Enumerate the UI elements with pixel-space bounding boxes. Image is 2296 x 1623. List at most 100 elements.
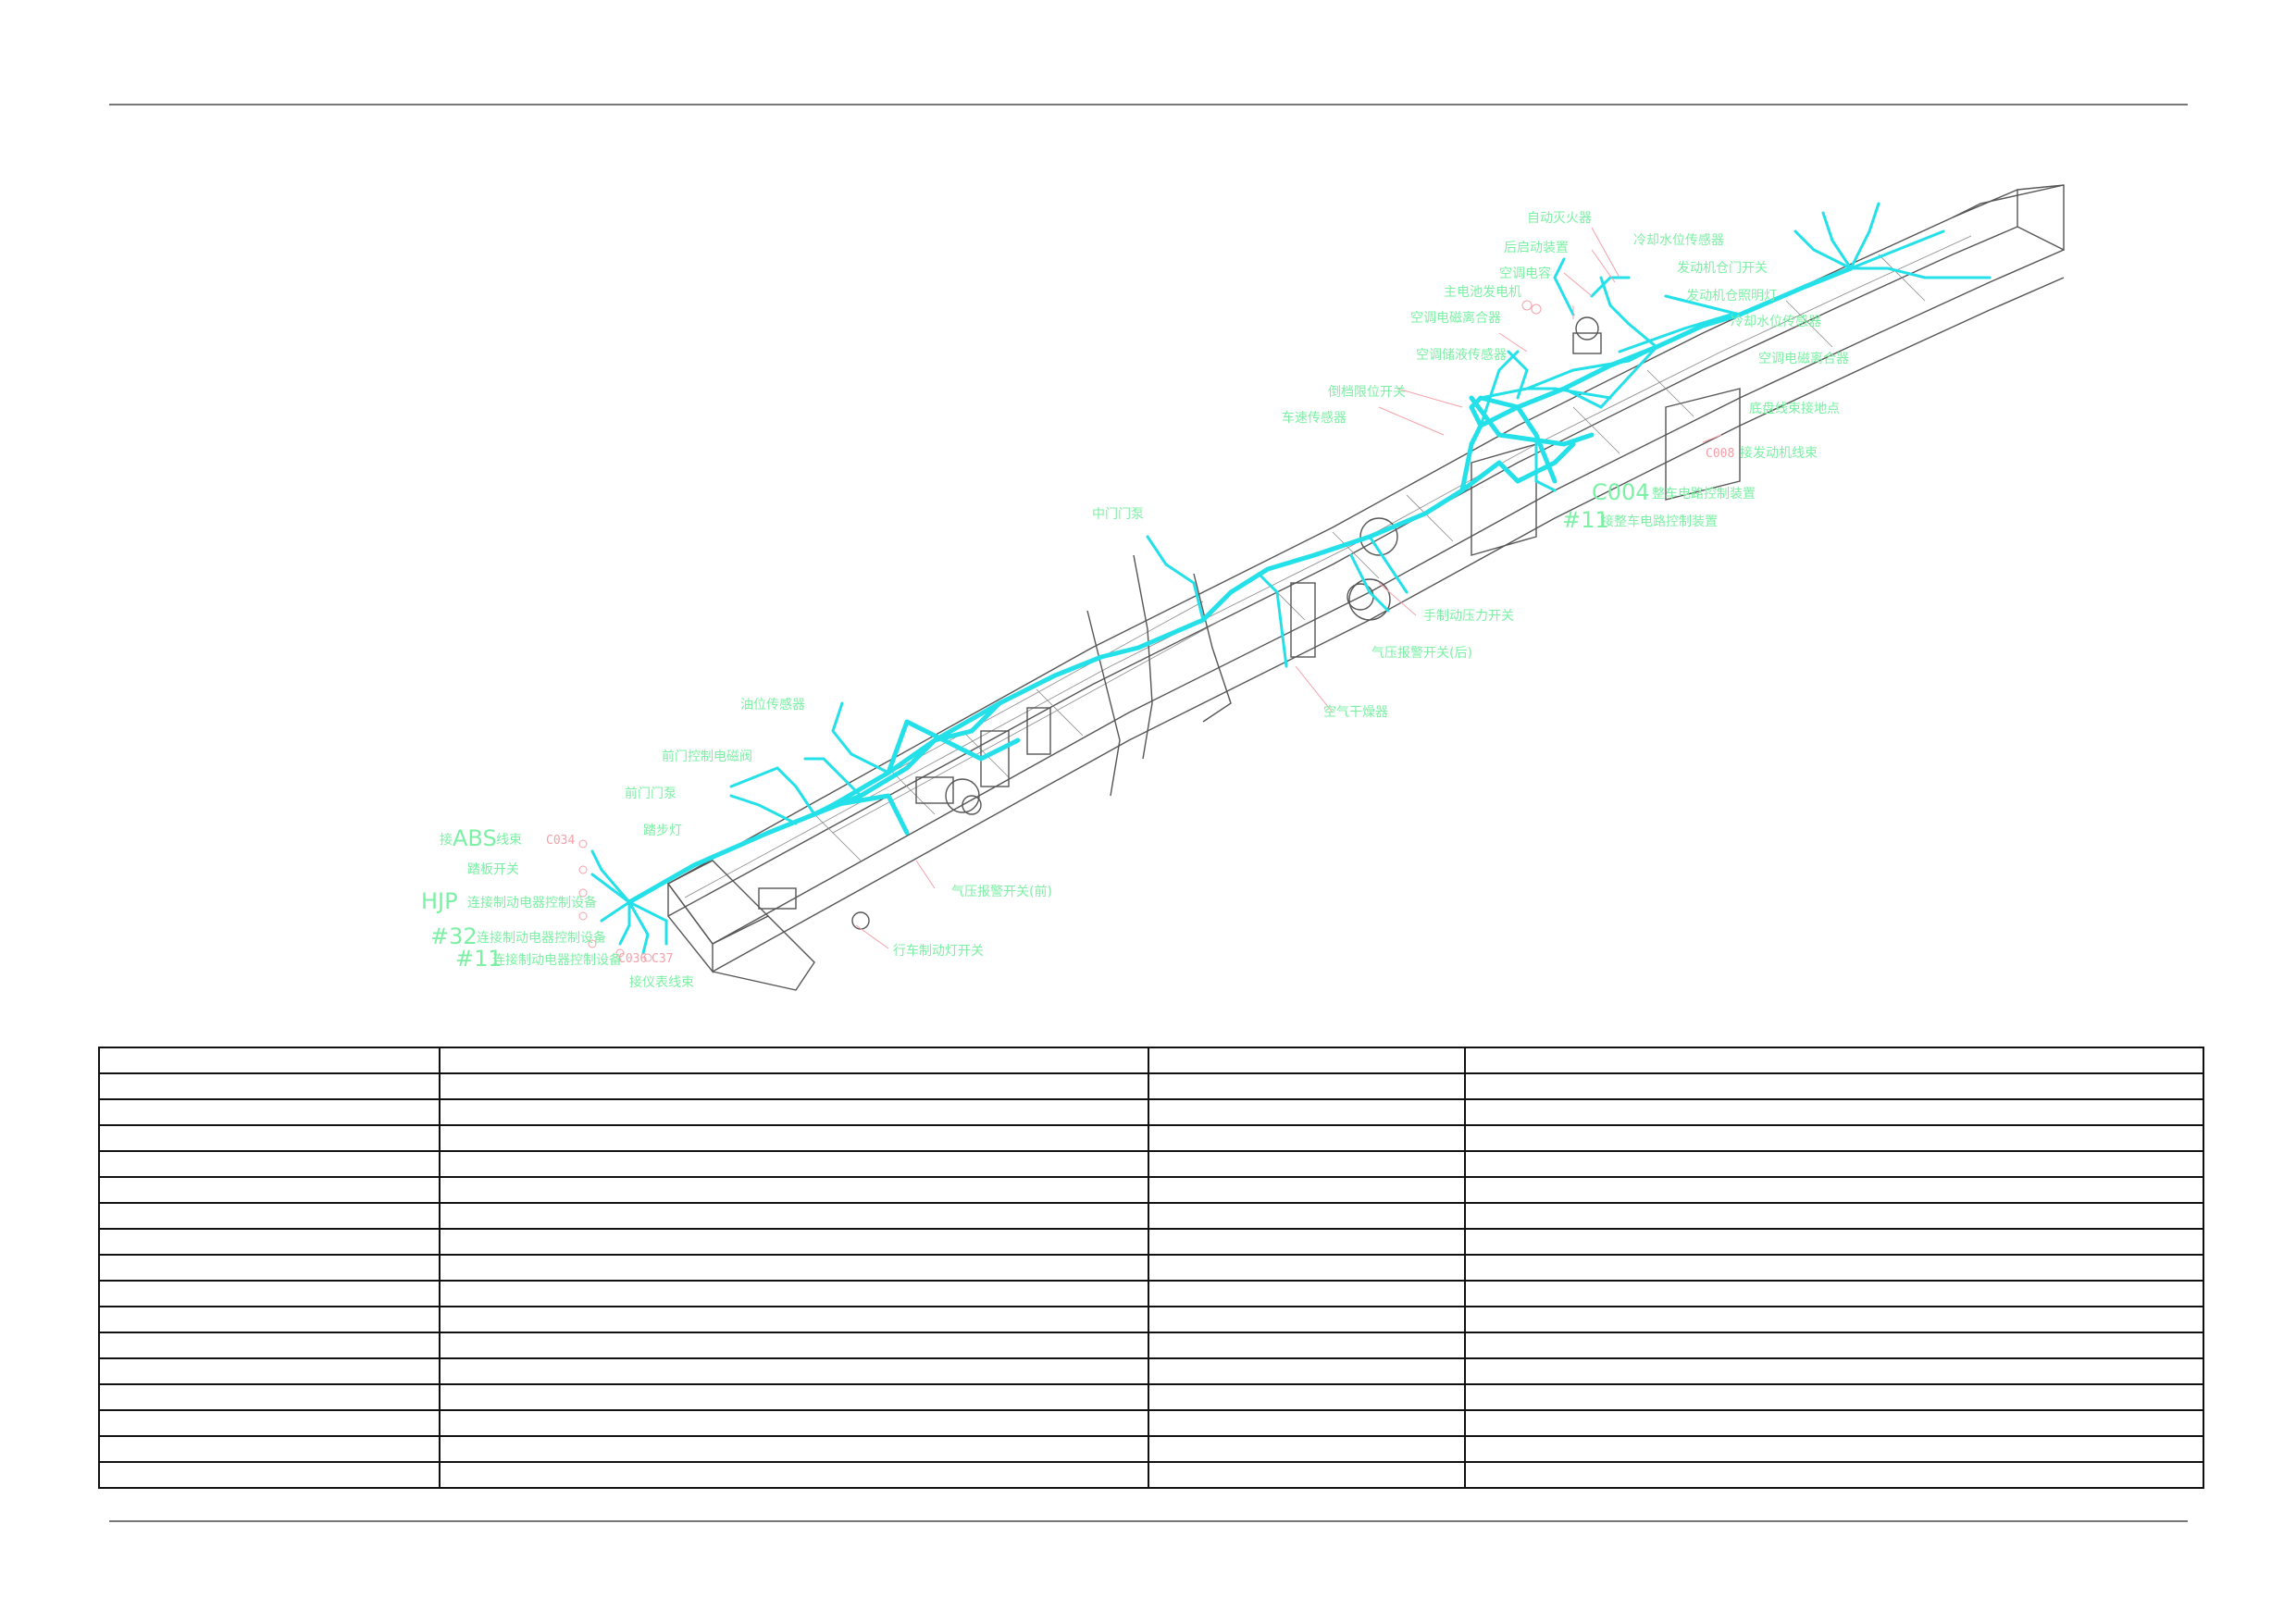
label-air-pressure-alarm-rear: 气压报警开关(后) (1371, 646, 1472, 661)
component-labels: 自动灭火器 冷却水位传感器 后启动装置 发动机仓门开关 空调电容 发动机仓照明灯… (421, 211, 1849, 990)
table-cell (98, 1124, 441, 1152)
table-cell (1148, 1435, 1466, 1463)
table-cell (439, 1306, 1149, 1333)
label-middle-door-pump: 中门门泵 (1092, 507, 1144, 522)
table-cell (98, 1202, 441, 1230)
table-cell (1464, 1332, 2204, 1359)
label-ac-pressure-sensor: 空调储液传感器 (1416, 347, 1507, 363)
table-cell (1148, 1047, 1466, 1074)
top-rule (109, 104, 2188, 105)
table-row (98, 1332, 2204, 1359)
label-ac-clutch: 空调电磁离合器 (1410, 310, 1501, 326)
label-service-brake-light-switch: 行车制动灯开关 (893, 943, 984, 959)
table-cell (1464, 1124, 2204, 1152)
table-cell (98, 1047, 441, 1074)
table-cell (1464, 1228, 2204, 1256)
table-row (98, 1047, 2204, 1074)
label-c004: 整车电路控制装置 (1652, 486, 1756, 502)
table-cell (1464, 1409, 2204, 1437)
table-cell (98, 1254, 441, 1282)
table-cell (1464, 1098, 2204, 1126)
table-row (98, 1124, 2204, 1152)
table-row (98, 1280, 2204, 1307)
table-cell (1148, 1306, 1466, 1333)
label-air-dryer: 空气干燥器 (1323, 705, 1388, 720)
table-cell (1464, 1357, 2204, 1385)
label-auto-fire-extinguisher: 自动灭火器 (1527, 211, 1592, 226)
code-c008: C008 (1706, 447, 1734, 461)
label-air-pressure-alarm-front: 气压报警开关(前) (951, 884, 1052, 899)
table-cell (1148, 1332, 1466, 1359)
table-cell (1148, 1124, 1466, 1152)
table-cell (1464, 1202, 2204, 1230)
label-oil-level-sensor: 油位传感器 (740, 697, 805, 712)
table-cell (98, 1357, 441, 1385)
label-coolant-level-sensor-top: 冷却水位传感器 (1633, 232, 1724, 248)
label-engine-harness: 接发动机线束 (1740, 445, 1818, 461)
label-ac-compressor: 空调电容 (1499, 266, 1551, 281)
label-instrument-harness: 接仪表线束 (629, 974, 694, 990)
table-cell (1464, 1306, 2204, 1333)
label-engine-cabin-door-switch: 发动机仓门开关 (1677, 261, 1768, 276)
spec-table (98, 1047, 2204, 1489)
table-cell (1464, 1280, 2204, 1307)
table-cell (1148, 1228, 1466, 1256)
table-row (98, 1409, 2204, 1437)
label-speed-sensor: 车速传感器 (1282, 410, 1347, 426)
bottom-rule (109, 1520, 2188, 1522)
label-front-door-pump: 前门门泵 (625, 786, 676, 801)
label-engine-cabin-light: 发动机仓照明灯 (1686, 289, 1777, 304)
table-row (98, 1072, 2204, 1100)
table-row (98, 1461, 2204, 1489)
table-cell (439, 1072, 1149, 1100)
table-cell (439, 1435, 1149, 1463)
code-c037: C37 (652, 952, 673, 966)
table-cell (439, 1176, 1149, 1204)
table-cell (439, 1150, 1149, 1178)
table-row (98, 1306, 2204, 1333)
table-cell (439, 1124, 1149, 1152)
table-cell (1464, 1176, 2204, 1204)
table-row (98, 1098, 2204, 1126)
wiring-harness (590, 202, 1992, 955)
table-row (98, 1254, 2204, 1282)
table-row (98, 1228, 2204, 1256)
table-cell (439, 1383, 1149, 1411)
label-chassis-ground: 底盘线束接地点 (1749, 401, 1840, 416)
table-row (98, 1202, 2204, 1230)
table-cell (98, 1176, 441, 1204)
table-cell (439, 1357, 1149, 1385)
table-cell (1148, 1461, 1466, 1489)
chassis-wiring-diagram: 自动灭火器 冷却水位传感器 后启动装置 发动机仓门开关 空调电容 发动机仓照明灯… (421, 184, 2065, 991)
table-row (98, 1150, 2204, 1178)
table-cell (439, 1461, 1149, 1489)
code-hjp: HJP (421, 888, 458, 914)
label-ramp-switch: 倒档限位开关 (1328, 385, 1406, 400)
table-cell (1148, 1383, 1466, 1411)
label-hjp: 连接制动电器控制设备 (467, 895, 597, 911)
table-row (98, 1383, 2204, 1411)
label-step-switch: 踏板开关 (467, 862, 519, 877)
label-abs-harness: 线束 (496, 833, 522, 848)
table-cell (439, 1409, 1149, 1437)
code-n32: #32 (430, 923, 478, 949)
label-ac-clutch-right: 空调电磁离合器 (1758, 351, 1849, 366)
label-generator: 主电池发电机 (1444, 285, 1521, 300)
label-coolant-level-sensor: 冷却水位传感器 (1731, 314, 1821, 329)
table-cell (1148, 1254, 1466, 1282)
table-cell (98, 1332, 441, 1359)
table-row (98, 1435, 2204, 1463)
code-abs: ABS (453, 825, 497, 851)
label-step-light: 踏步灯 (643, 824, 682, 838)
table-cell (439, 1254, 1149, 1282)
table-cell (98, 1383, 441, 1411)
table-cell (439, 1332, 1149, 1359)
label-n32: 连接制动电器控制设备 (477, 930, 606, 946)
table-cell (1148, 1409, 1466, 1437)
table-cell (1464, 1435, 2204, 1463)
label-rear-start-device: 后启动装置 (1504, 241, 1569, 255)
leader-lines (578, 227, 1722, 962)
table-cell (1148, 1202, 1466, 1230)
table-cell (1464, 1383, 2204, 1411)
table-cell (98, 1280, 441, 1307)
